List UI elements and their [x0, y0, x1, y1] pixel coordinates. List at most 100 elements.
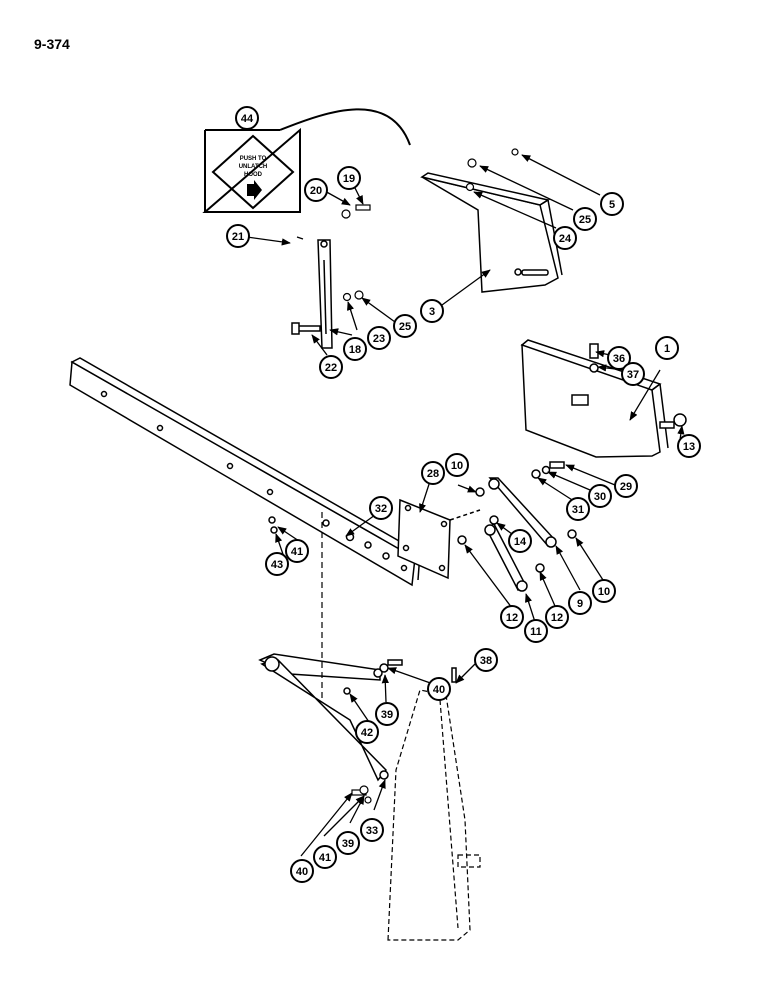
callout-25: 25	[573, 207, 597, 231]
callout-label: 25	[579, 214, 591, 226]
callout-37: 37	[621, 362, 645, 386]
callout-label: 41	[319, 852, 331, 864]
decal-line-3: HOOD	[244, 172, 263, 178]
callout-label: 44	[241, 113, 254, 125]
callout-label: 21	[232, 231, 244, 243]
callout-label: 24	[559, 233, 572, 245]
callout-label: 11	[530, 626, 542, 638]
callout-42: 42	[355, 720, 379, 744]
callout-14: 14	[508, 529, 532, 553]
callout-29: 29	[614, 474, 638, 498]
page-number: 9-374	[34, 36, 70, 52]
callout-label: 32	[375, 503, 387, 515]
callout-38: 38	[474, 648, 498, 672]
bushing-12b	[535, 563, 545, 573]
washer-24	[465, 182, 475, 192]
callout-25b: 25	[393, 314, 417, 338]
callout-31: 31	[566, 497, 590, 521]
nut-25	[354, 290, 364, 300]
callout-label: 41	[291, 546, 303, 558]
callout-label: 1	[664, 343, 670, 355]
bushing-12	[457, 535, 467, 545]
callout-label: 38	[480, 655, 492, 667]
callout-10b: 10	[592, 579, 616, 603]
callout-41b: 41	[313, 845, 337, 869]
callout-label: 28	[427, 468, 439, 480]
callout-label: 31	[572, 504, 584, 516]
callout-44: 44	[235, 106, 259, 130]
callout-40: 40	[427, 677, 451, 701]
bushing-14	[489, 515, 499, 525]
callout-12: 12	[545, 605, 569, 629]
callout-33: 33	[360, 818, 384, 842]
bushing-10b	[567, 529, 577, 539]
callout-40b: 40	[290, 859, 314, 883]
callout-10: 10	[445, 453, 469, 477]
callout-label: 3	[429, 306, 435, 318]
long-support-rail	[69, 357, 422, 587]
callout-label: 33	[366, 825, 378, 837]
callout-label: 29	[620, 481, 632, 493]
callout-label: 13	[683, 441, 695, 453]
callout-39: 39	[375, 702, 399, 726]
callout-label: 10	[598, 586, 610, 598]
callout-label: 42	[361, 727, 373, 739]
callout-28: 28	[421, 461, 445, 485]
callout-43: 43	[265, 552, 289, 576]
callout-label: 18	[349, 344, 361, 356]
callout-label: 12	[506, 612, 518, 624]
decal-line-2: UNLATCH	[239, 164, 268, 170]
nut-41b	[364, 796, 372, 804]
washer-41	[268, 516, 276, 524]
washer-20	[341, 209, 351, 219]
callout-23: 23	[367, 326, 391, 350]
callout-13: 13	[677, 434, 701, 458]
washer-39	[343, 687, 351, 695]
upper-latch-plate	[420, 172, 563, 293]
latch-arm	[291, 239, 333, 349]
callout-19: 19	[337, 166, 361, 190]
pedal-bracket	[387, 689, 481, 941]
pedal-lever	[258, 653, 457, 782]
decal-line-1: PUSH TO	[240, 156, 267, 162]
callout-32: 32	[369, 496, 393, 520]
callout-20: 20	[304, 178, 328, 202]
screw-5	[511, 148, 519, 156]
callout-label: 39	[381, 709, 393, 721]
bolt-19	[355, 204, 371, 211]
mounting-plate	[397, 498, 481, 580]
callout-11: 11	[524, 619, 548, 643]
callout-3: 3	[420, 299, 444, 323]
nut-25-upper	[467, 158, 477, 168]
callout-label: 37	[627, 369, 639, 381]
bushing-13	[673, 413, 687, 427]
callout-18: 18	[343, 337, 367, 361]
callout-label: 20	[310, 185, 322, 197]
washer-39b	[359, 785, 369, 795]
callout-label: 23	[373, 333, 385, 345]
callout-5: 5	[600, 192, 624, 216]
callout-label: 10	[451, 460, 463, 472]
callout-41: 41	[285, 539, 309, 563]
callout-22: 22	[319, 355, 343, 379]
callout-21: 21	[226, 224, 250, 248]
nut-43	[270, 526, 278, 534]
washer-31	[531, 469, 541, 479]
callout-36: 36	[607, 346, 631, 370]
callout-9: 9	[568, 591, 592, 615]
bushing-10	[475, 487, 485, 497]
callout-label: 5	[609, 199, 615, 211]
arrow-icon	[247, 180, 262, 200]
callout-label: 22	[325, 362, 337, 374]
callout-label: 14	[514, 536, 527, 548]
nut-40	[379, 663, 389, 673]
callout-label: 19	[343, 173, 355, 185]
callout-label: 12	[551, 612, 563, 624]
callout-label: 30	[594, 491, 606, 503]
callout-label: 40	[433, 684, 445, 696]
callout-12b: 12	[500, 605, 524, 629]
callout-label: 39	[342, 838, 354, 850]
callout-label: 25	[399, 321, 411, 333]
hood-latch-decal: PUSH TO UNLATCH HOOD	[202, 108, 411, 213]
